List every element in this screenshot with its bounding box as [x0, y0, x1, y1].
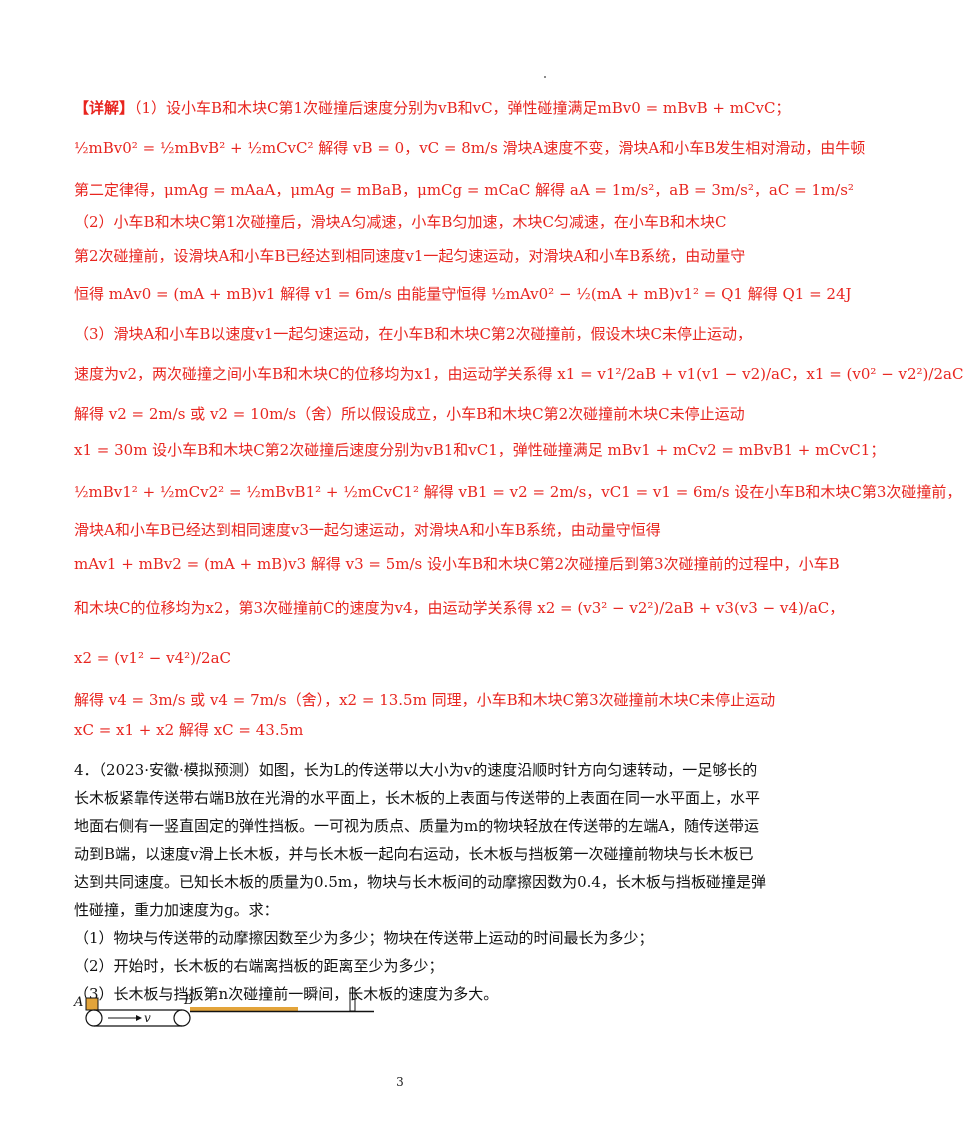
solution-line-10: x1 = 30m 设小车B和木块C第2次碰撞后速度分别为vB1和vC1，弹性碰撞…	[74, 441, 886, 459]
solution-line-9: 解得 v2 = 2m/s 或 v2 = 10m/s（舍）所以假设成立，小车B和木…	[74, 405, 745, 423]
solution-line-8: 速度为v2，两次碰撞之间小车B和木块C的位移均为x1，由运动学关系得 x1 = …	[74, 365, 963, 383]
solution-line-17: xC = x1 + x2 解得 xC = 43.5m	[74, 721, 304, 739]
arrow-head-icon	[136, 1015, 142, 1021]
scan-dot	[544, 76, 546, 78]
solution-tag: 【详解】	[74, 99, 135, 117]
solution-p1-intro: （1）设小车B和木块C第1次碰撞后速度分别为vB和vC，弹性碰撞满足mBv0 =…	[134, 99, 791, 117]
left-roller	[85, 1009, 103, 1027]
solution-line-5: 第2次碰撞前，设滑块A和小车B已经达到相同速度v1一起匀速运动，对滑块A和小车B…	[74, 247, 746, 265]
figure-label-a: A	[73, 995, 83, 1010]
solution-line-14: 和木块C的位移均为x2，第3次碰撞前C的速度为v4，由运动学关系得 x2 = (…	[74, 599, 845, 617]
solution-line-16: 解得 v4 = 3m/s 或 v4 = 7m/s（舍），x2 = 13.5m 同…	[74, 691, 776, 709]
solution-line-1: 【详解】（1）设小车B和木块C第1次碰撞后速度分别为vB和vC，弹性碰撞满足mB…	[74, 96, 790, 120]
elastic-wall	[349, 987, 356, 1012]
solution-line-12: 滑块A和小车B已经达到相同速度v3一起匀速运动，对滑块A和小车B系统，由动量守恒…	[74, 521, 661, 539]
solution-line-6: 恒得 mAv0 = (mA + mB)v1 解得 v1 = 6m/s 由能量守恒…	[74, 285, 852, 303]
problem-line-6: 性碰撞，重力加速度为g。求：	[74, 901, 279, 919]
page-number: 3	[396, 1075, 404, 1089]
question-2: （2）开始时，长木板的右端离挡板的距离至少为多少；	[74, 957, 444, 975]
figure-label-v: v	[144, 1011, 151, 1025]
problem-line-4: 动到B端，以速度v滑上长木板，并与长木板一起向右运动，长木板与挡板第一次碰撞前物…	[74, 845, 754, 863]
question-1: （1）物块与传送带的动摩擦因数至少为多少；物块在传送带上运动的时间最长为多少；	[74, 929, 654, 947]
solution-line-7: （3）滑块A和小车B以速度v1一起匀速运动，在小车B和木块C第2次碰撞前，假设木…	[74, 325, 752, 343]
block	[85, 997, 99, 1011]
long-board	[190, 1007, 298, 1011]
solution-line-13: mAv1 + mBv2 = (mA + mB)v3 解得 v3 = 5m/s 设…	[74, 555, 840, 573]
solution-line-2: ½mBv0² = ½mBvB² + ½mCvC² 解得 vB = 0，vC = …	[74, 139, 866, 157]
problem-line-3: 地面右侧有一竖直固定的弹性挡板。一可视为质点、质量为m的物块轻放在传送带的左端A…	[74, 817, 760, 835]
solution-line-11: ½mBv1² + ½mCv2² = ½mBvB1² + ½mCvC1² 解得 v…	[74, 483, 962, 501]
right-roller	[173, 1009, 191, 1027]
problem-line-5: 达到共同速度。已知长木板的质量为0.5m，物块与长木板间的动摩擦因数为0.4，长…	[74, 873, 766, 891]
question-3: （3）长木板与挡板第n次碰撞前一瞬间，长木板的速度为多大。	[74, 985, 499, 1003]
conveyor-figure: A v B	[73, 987, 374, 1027]
problem-line-1: 4．（2023·安徽·模拟预测）如图，长为L的传送带以大小为v的速度沿顺时针方向…	[74, 761, 758, 779]
solution-line-15: x2 = (v1² − v4²)/2aC	[74, 649, 231, 667]
figure-label-b: B	[183, 993, 194, 1008]
problem-line-2: 长木板紧靠传送带右端B放在光滑的水平面上，长木板的上表面与传送带的上表面在同一水…	[74, 789, 761, 807]
solution-line-3: 第二定律得，μmAg = mAaA，μmAg = mBaB，μmCg = mCa…	[74, 181, 854, 199]
solution-line-4: （2）小车B和木块C第1次碰撞后，滑块A匀减速，小车B匀加速，木块C匀减速，在小…	[74, 213, 727, 231]
document-page: 【详解】（1）设小车B和木块C第1次碰撞后速度分别为vB和vC，弹性碰撞满足mB…	[73, 76, 963, 1089]
